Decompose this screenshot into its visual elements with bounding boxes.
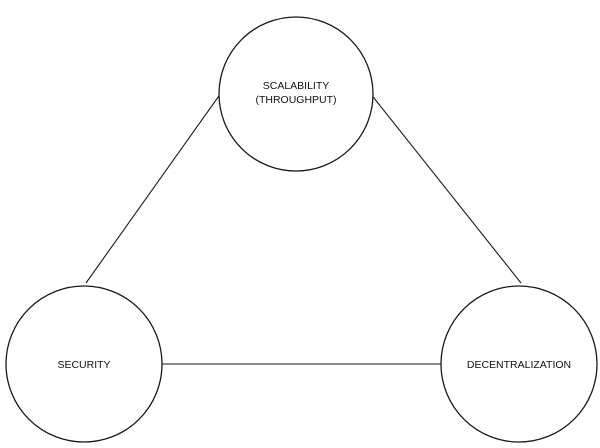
- node-security-label: SECURITY: [57, 359, 110, 371]
- node-decentralization-circle: [440, 285, 598, 443]
- node-scalability-circle: [218, 16, 374, 172]
- node-scalability: SCALABILITY (THROUGHPUT): [218, 16, 374, 172]
- node-security: SECURITY: [5, 285, 163, 443]
- edge-scalability-decentralization: [369, 92, 522, 284]
- node-decentralization-label: DECENTRALIZATION: [467, 359, 571, 371]
- node-decentralization: DECENTRALIZATION: [440, 285, 598, 443]
- edge-scalability-security: [85, 92, 222, 284]
- node-scalability-label-line2: (THROUGHPUT): [255, 94, 336, 106]
- node-scalability-label-line1: SCALABILITY: [263, 80, 330, 92]
- node-security-circle: [5, 285, 163, 443]
